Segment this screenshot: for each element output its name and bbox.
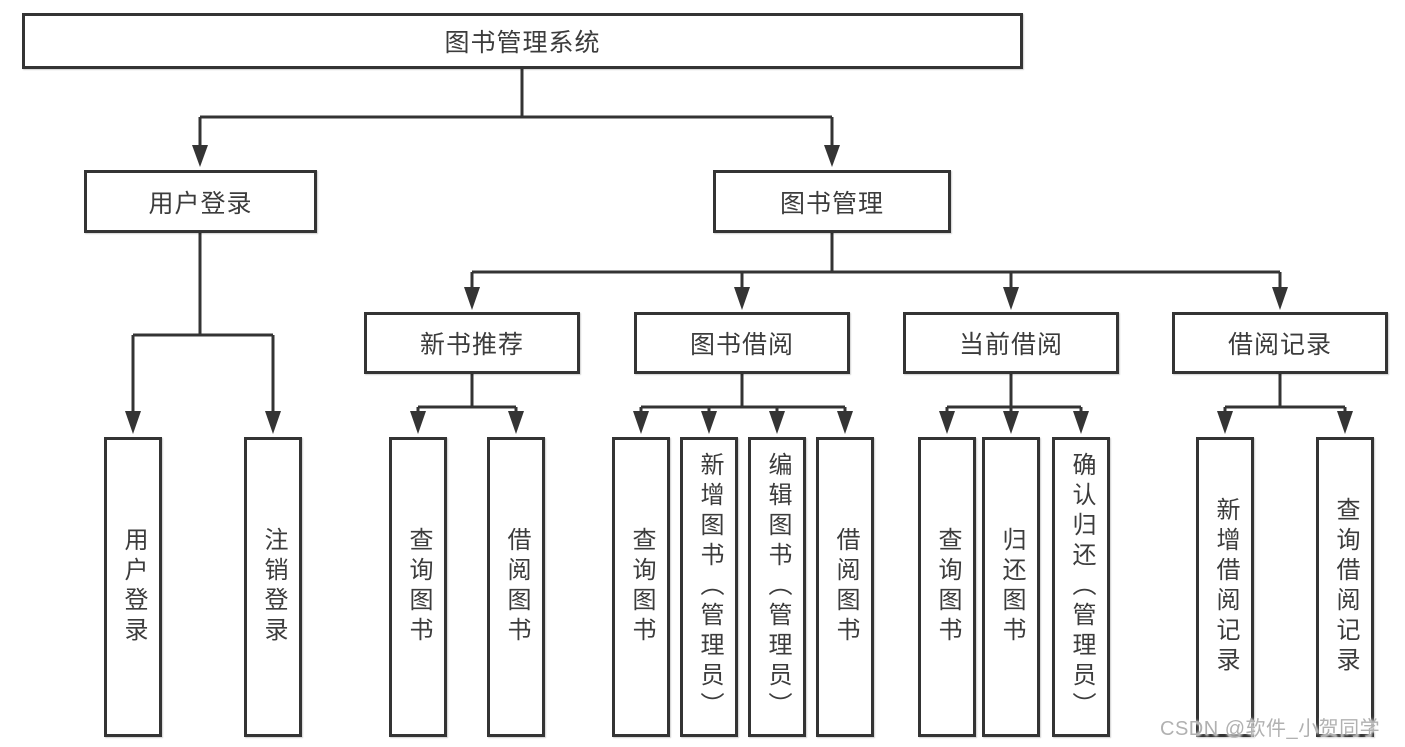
leaf-edit-book-admin-label: 编辑图书（管理员） (764, 452, 791, 722)
leaf-add-borrow-record: 新增借阅记录 (1196, 437, 1254, 737)
leaf-borrow-books-recommend-label: 借阅图书 (503, 527, 530, 647)
node-new-book-recommend-label: 新书推荐 (419, 331, 524, 359)
node-library-system-label: 图书管理系统 (444, 29, 601, 57)
node-user-login-label: 用户登录 (148, 189, 253, 218)
node-library-system: 图书管理系统 (22, 13, 1023, 69)
connector-borrow-records-children (1217, 374, 1353, 434)
node-current-borrow-label: 当前借阅 (958, 331, 1063, 359)
leaf-borrow-books-recommend: 借阅图书 (487, 437, 545, 737)
leaf-borrow-books-label: 借阅图书 (832, 527, 859, 647)
leaf-confirm-return-admin-label: 确认归还（管理员） (1068, 452, 1095, 722)
leaf-query-books-borrow-label: 查询图书 (628, 527, 655, 647)
connector-book-borrow-children (633, 374, 853, 434)
leaf-query-books-current: 查询图书 (918, 437, 976, 737)
node-current-borrow: 当前借阅 (903, 312, 1119, 374)
leaf-borrow-books: 借阅图书 (816, 437, 874, 737)
node-book-borrow-label: 图书借阅 (689, 331, 794, 359)
leaf-add-borrow-record-label: 新增借阅记录 (1212, 497, 1239, 677)
leaf-edit-book-admin: 编辑图书（管理员） (748, 437, 806, 737)
leaf-query-books-borrow: 查询图书 (612, 437, 670, 737)
node-borrow-records-label: 借阅记录 (1227, 331, 1332, 359)
leaf-query-books-recommend-label: 查询图书 (405, 527, 432, 647)
leaf-user-login: 用户登录 (104, 437, 162, 737)
node-user-login: 用户登录 (84, 170, 317, 233)
leaf-logout: 注销登录 (244, 437, 302, 737)
leaf-query-borrow-record-label: 查询借阅记录 (1332, 497, 1359, 677)
connector-root-to-level2 (192, 69, 840, 167)
connector-current-borrow-children (939, 374, 1089, 434)
leaf-logout-label: 注销登录 (260, 527, 287, 647)
leaf-user-login-label: 用户登录 (120, 527, 147, 647)
node-book-management: 图书管理 (713, 170, 951, 233)
leaf-query-books-current-label: 查询图书 (934, 527, 961, 647)
node-borrow-records: 借阅记录 (1172, 312, 1388, 374)
leaf-add-book-admin-label: 新增图书（管理员） (696, 452, 723, 722)
leaf-confirm-return-admin: 确认归还（管理员） (1052, 437, 1110, 737)
connector-new-book-children (410, 374, 524, 434)
connector-book-management-children (464, 233, 1288, 310)
leaf-query-borrow-record: 查询借阅记录 (1316, 437, 1374, 737)
leaf-add-book-admin: 新增图书（管理员） (680, 437, 738, 737)
csdn-watermark: CSDN @软件_小贺同学 (1160, 718, 1381, 740)
leaf-return-book-label: 归还图书 (998, 527, 1025, 647)
leaf-return-book: 归还图书 (982, 437, 1040, 737)
connector-user-login-children (125, 233, 281, 434)
node-book-management-label: 图书管理 (779, 189, 884, 218)
leaf-query-books-recommend: 查询图书 (389, 437, 447, 737)
node-book-borrow: 图书借阅 (634, 312, 850, 374)
node-new-book-recommend: 新书推荐 (364, 312, 580, 374)
